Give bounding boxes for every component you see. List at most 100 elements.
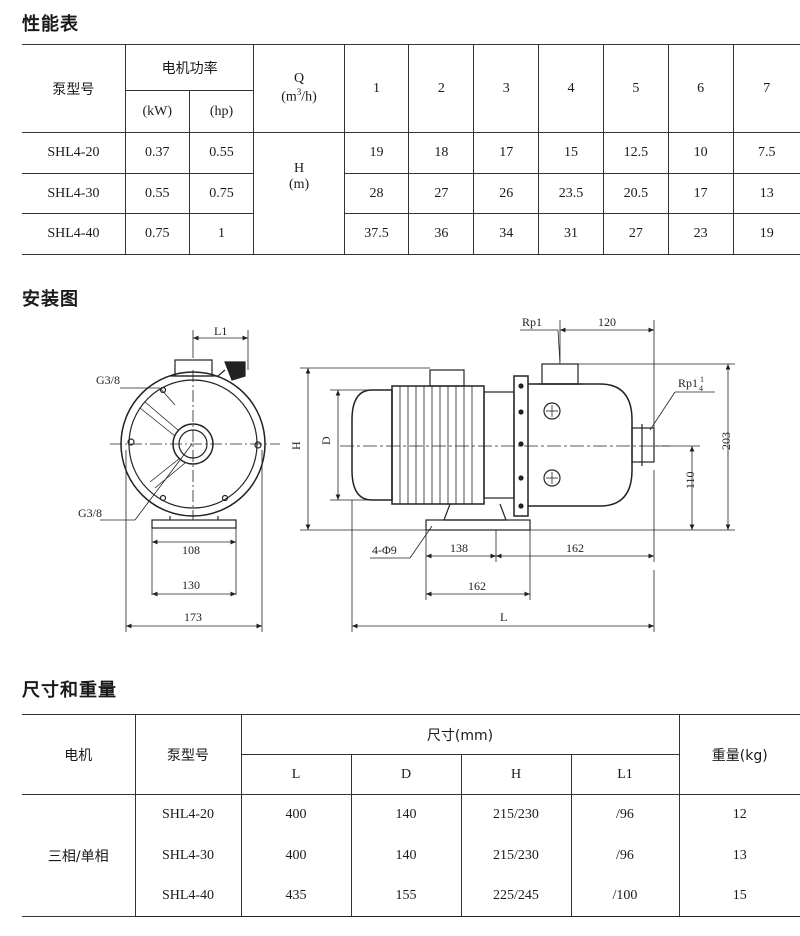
row-L: 400 [240,794,352,836]
label-108: 108 [182,543,200,557]
flow-3: 3 [473,44,540,133]
motor-type: 三相/单相 [22,794,136,917]
row-model: SHL4-40 [22,213,126,255]
head-cell: 23 [667,213,734,255]
flow-4: 4 [538,44,604,133]
label-H: H [289,441,303,450]
head-cell: 18 [408,132,475,174]
row-hp: 0.55 [188,132,255,174]
table-row: SHL4-20 0.37 0.55 H (m) 19 18 17 15 12.5… [22,132,800,255]
dimensions-table: 电机 泵型号 尺寸(mm) 重量(kg) L D H L1 三相/单相 SHL4… [22,714,800,917]
head-cell: 10 [667,132,734,174]
label-110: 110 [683,471,697,489]
row-L1: /100 [570,875,680,917]
row-kw: 0.55 [124,173,190,214]
head-cell: 26 [473,173,540,214]
head-cell: 31 [538,213,604,255]
flow-6: 6 [667,44,734,133]
label-203: 203 [719,432,733,450]
row-weight: 15 [678,875,800,917]
row-model: SHL4-20 [22,132,126,174]
row-model: SHL4-30 [135,835,242,876]
label-holes: 4-Φ9 [372,543,397,557]
dimensions-heading: 尺寸和重量 [22,680,117,701]
head-cell: 34 [473,213,540,255]
head-cell: 17 [473,132,540,174]
h-unit: (m) [288,177,310,192]
row-L: 435 [240,875,352,917]
row-model: SHL4-40 [135,875,242,917]
table-row: 三相/单相 SHL4-20 400 140 215/230 /96 12 [22,794,800,917]
label-130: 130 [182,578,200,592]
table-row: SHL4-40 435 155 225/245 /100 15 [22,875,800,917]
sub-D: D [350,754,462,795]
q-unit: (m3/h) [281,87,317,105]
col-pump-model: 泵型号 [22,44,126,133]
sub-L1: L1 [570,754,679,795]
q-label: Q [293,71,305,87]
installation-heading: 安装图 [22,289,79,310]
row-H: 215/230 [460,835,572,876]
row-L: 400 [240,835,352,876]
col-size: 尺寸(mm) [240,714,680,755]
col-motor-power: 电机功率 [124,44,255,91]
row-weight: 13 [678,835,800,876]
h-label: H [293,161,305,176]
label-173: 173 [184,610,202,624]
head-cell: 19 [343,132,410,174]
label-162-b: 162 [468,579,486,593]
head-cell: 15 [538,132,604,174]
col-weight: 重量(kg) [678,714,800,795]
row-model: SHL4-20 [134,794,242,836]
flow-1: 1 [343,44,410,133]
label-g38-bottom: G3/8 [78,506,102,520]
row-H: 215/230 [460,794,572,836]
installation-drawing: L1 G3/8 G3/8 108 130 173 H D Rp1 120 Rp1… [78,315,735,632]
flow-5: 5 [602,44,669,133]
head-cell: 13 [732,173,800,214]
row-kw: 0.75 [124,213,190,255]
label-138: 138 [450,541,468,555]
flow-2: 2 [408,44,475,133]
label-162-a: 162 [566,541,584,555]
head-cell: 28 [343,173,410,214]
row-kw: 0.37 [124,132,190,174]
row-weight: 12 [678,794,800,836]
side-view [300,320,735,632]
head-cell: 17 [667,173,734,214]
row-H: 225/245 [460,875,572,917]
label-L: L [500,610,507,624]
label-g38-top: G3/8 [96,373,120,387]
row-D: 140 [350,835,462,876]
flow-7: 7 [732,44,800,133]
head-cell: 37.5 [343,213,410,255]
sub-L: L [241,754,352,795]
row-model: SHL4-30 [22,173,126,214]
row-hp: 0.75 [188,173,255,214]
col-motor: 电机 [22,714,136,795]
label-120: 120 [598,315,616,329]
table-row: SHL4-30 0.55 0.75 28 27 26 23.5 20.5 17 … [22,173,800,214]
head-cell: 23.5 [538,173,604,214]
row-D: 155 [350,875,462,917]
table-row: SHL4-40 0.75 1 37.5 36 34 31 27 23 19 [22,213,800,255]
unit-kw: (kW) [125,90,190,133]
performance-table: 泵型号 电机功率 Q (m3/h) 1 2 3 4 5 6 7 (kW) (hp… [22,44,800,255]
row-L1: /96 [570,835,680,876]
front-view [100,330,280,632]
col-head-h: H (m) [253,132,345,255]
head-cell: 19 [732,213,800,255]
row-L1: /96 [570,794,680,836]
head-cell: 20.5 [602,173,669,214]
label-L1: L1 [214,324,227,338]
unit-hp: (hp) [188,90,254,133]
head-cell: 7.5 [732,132,800,174]
label-D: D [319,436,333,445]
row-D: 140 [350,794,462,836]
performance-heading: 性能表 [22,14,79,35]
row-hp: 1 [188,213,255,255]
sub-H: H [460,754,572,795]
table-row: SHL4-30 400 140 215/230 /96 13 [22,835,800,876]
head-cell: 27 [602,213,669,255]
